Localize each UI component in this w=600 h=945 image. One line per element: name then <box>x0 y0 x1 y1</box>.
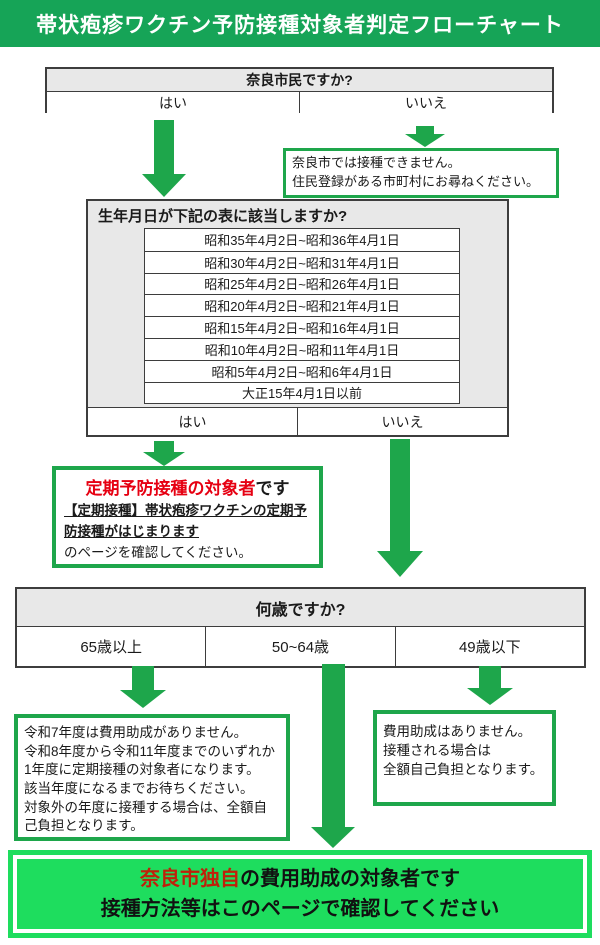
city-subsidy-line1: 奈良市独自の費用助成の対象者です <box>140 864 460 894</box>
answer-age-50-64: 50~64歳 <box>205 627 394 666</box>
birthdate-row: 昭和5年4月2日~昭和6年4月1日 <box>145 359 459 382</box>
birthdate-row: 大正15年4月1日以前 <box>145 381 459 404</box>
answer-age-49-under: 49歳以下 <box>394 627 584 666</box>
routine-target-note: のページを確認してください。 <box>64 544 252 560</box>
question-box-nara-citizen: 奈良市民ですか? はい いいえ <box>45 67 554 113</box>
birthdate-row: 昭和20年4月2日~昭和21年4月1日 <box>145 294 459 316</box>
answer-yes: はい <box>178 413 207 430</box>
question-age-label: 何歳ですか? <box>17 589 584 627</box>
birthdate-row: 昭和15年4月2日~昭和16年4月1日 <box>145 316 459 338</box>
question-birthdate-label: 生年月日が下記の表に該当しますか? <box>98 208 348 225</box>
age65-message: 令和7年度は費用助成がありません。 令和8年度から令和11年度までのいずれか1年… <box>14 714 290 841</box>
routine-target-box: 定期予防接種の対象者です 【定期接種】帯状疱疹ワクチンの定期予防接種がはじまりま… <box>52 466 323 568</box>
question-age-answers: 65歳以上 50~64歳 49歳以下 <box>17 627 584 666</box>
down-arrow-icon <box>467 666 513 705</box>
down-arrow-icon <box>405 126 445 147</box>
birthdate-row: 昭和35年4月2日~昭和36年4月1日 <box>204 233 400 249</box>
birthdate-row: 昭和30年4月2日~昭和31年4月1日 <box>145 250 459 273</box>
answer-yes: はい <box>159 94 187 111</box>
birthdate-row: 昭和10年4月2日~昭和11年4月1日 <box>145 337 459 360</box>
question-nara-citizen-label: 奈良市民ですか? <box>47 69 552 92</box>
question-box-age: 何歳ですか? 65歳以上 50~64歳 49歳以下 <box>15 587 586 668</box>
city-subsidy-line1-red: 奈良市独自 <box>140 868 240 890</box>
question-birthdate-answers: はい いいえ <box>88 407 507 435</box>
city-subsidy-line1-rest: の費用助成の対象者です <box>240 868 460 890</box>
city-subsidy-line2: 接種方法等はこのページで確認してください <box>100 898 500 920</box>
answer-no: いいえ <box>299 92 552 113</box>
age49-message: 費用助成はありません。 接種される場合は 全額自己負担となります。 <box>373 710 556 806</box>
answer-no: いいえ <box>297 408 507 435</box>
city-subsidy-target-content: 奈良市独自の費用助成の対象者です 接種方法等はこのページで確認してください <box>13 855 587 933</box>
down-arrow-icon <box>143 441 185 466</box>
down-arrow-icon <box>377 439 423 577</box>
routine-target-title: 定期予防接種の対象者です <box>64 474 311 499</box>
city-subsidy-target-box[interactable]: 奈良市独自の費用助成の対象者です 接種方法等はこのページで確認してください <box>8 850 592 938</box>
down-arrow-icon <box>120 666 166 708</box>
birthdate-row: 昭和25年4月2日~昭和26年4月1日 <box>145 272 459 295</box>
question-box-birthdate: 生年月日が下記の表に該当しますか? 昭和35年4月2日~昭和36年4月1日 昭和… <box>86 199 509 437</box>
routine-target-title-red: 定期予防接種の対象者 <box>85 479 256 498</box>
down-arrow-icon <box>311 664 355 848</box>
birthdate-table: 昭和35年4月2日~昭和36年4月1日 昭和30年4月2日~昭和31年4月1日 … <box>144 228 460 405</box>
not-nara-message: 奈良市では接種できません。 住民登録がある市町村にお尋ねください。 <box>283 148 559 198</box>
routine-target-title-rest: です <box>255 479 290 498</box>
question-nara-citizen-answers: はい いいえ <box>47 92 552 113</box>
page-title: 帯状疱疹ワクチン予防接種対象者判定フローチャート <box>0 0 600 47</box>
answer-age-65-plus: 65歳以上 <box>80 639 142 656</box>
down-arrow-icon <box>142 120 186 197</box>
routine-page-link[interactable]: 【定期接種】帯状疱疹ワクチンの定期予防接種がはじまります <box>64 503 307 539</box>
